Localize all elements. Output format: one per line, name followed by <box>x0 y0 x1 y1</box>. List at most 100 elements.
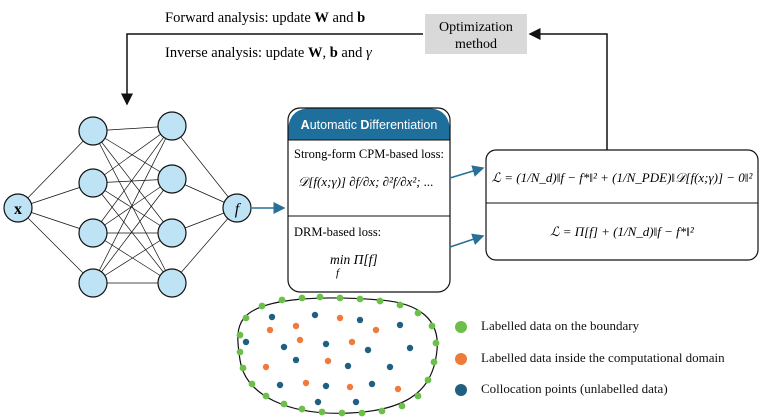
boundary-point <box>239 364 247 372</box>
legend-label: Collocation points (unlabelled data) <box>481 381 668 396</box>
ad-box: Automatic Differentiation Strong-form CP… <box>287 107 451 293</box>
feedback-arrow-up <box>528 28 608 150</box>
input-node <box>3 193 33 223</box>
boundary-point <box>278 296 286 304</box>
feedback-arrow-down <box>121 33 423 106</box>
network-edges <box>17 125 238 284</box>
boundary-point <box>258 302 266 310</box>
legend-label: Labelled data inside the computational d… <box>481 350 725 365</box>
hidden-node <box>157 218 187 248</box>
strong-form-label: Strong-form CPM-based loss: <box>294 147 444 161</box>
labelled-inside-point <box>296 336 304 344</box>
boundary-point <box>358 409 366 417</box>
labelled-inside-point <box>266 326 274 334</box>
labelled-inside-point <box>394 385 402 393</box>
hidden-node <box>157 268 187 298</box>
boundary-point <box>398 402 406 410</box>
hidden-node <box>78 168 108 198</box>
collocation-point <box>352 398 360 406</box>
output-node <box>222 193 252 223</box>
collocation-point <box>276 381 284 389</box>
boundary-point <box>424 376 432 384</box>
collocation-point <box>322 340 330 348</box>
inverse-analysis-label: Inverse analysis: update W, b and γ <box>165 45 373 61</box>
collocation-point <box>386 363 394 371</box>
boundary-point <box>280 400 288 408</box>
feedback-loop <box>121 28 608 150</box>
loss-equation-1: ℒ = (1/N_d)‖f − f*‖² + (1/N_PDE)‖𝒟[f(x;γ… <box>492 170 754 185</box>
collocation-point <box>356 316 364 324</box>
drm-subscript: f <box>336 267 341 279</box>
labelled-inside-point <box>372 326 380 334</box>
boundary-point <box>338 409 346 417</box>
collocation-point <box>280 343 288 351</box>
legend-marker <box>455 384 467 396</box>
loss-equation-2: ℒ = Π[f] + (1/N_d)‖f − f*‖² <box>550 224 695 239</box>
ad-title: Automatic Differentiation <box>301 118 438 132</box>
collocation-point <box>368 380 376 388</box>
legend-label: Labelled data on the boundary <box>481 318 640 333</box>
boundary-point <box>236 348 244 356</box>
drm-to-loss-arrow <box>449 233 485 248</box>
collocation-point <box>314 398 322 406</box>
domain-points <box>236 293 440 417</box>
computational-domain <box>236 293 440 417</box>
boundary-point <box>414 392 422 400</box>
boundary-point <box>428 322 436 330</box>
labelled-inside-point <box>262 363 270 371</box>
boundary-point <box>236 331 244 339</box>
boundary-point <box>262 392 270 400</box>
optimization-line2: method <box>455 37 497 52</box>
collocation-point <box>406 344 414 352</box>
labelled-inside-point <box>302 379 310 387</box>
labelled-inside-point <box>336 314 344 322</box>
boundary-point <box>316 293 324 301</box>
collocation-point <box>396 321 404 329</box>
strong-form-expression: 𝒟[f(x;γ)] ∂f/∂x; ∂²f/∂x²; ... <box>298 174 434 189</box>
labelled-inside-point <box>348 338 356 346</box>
boundary-point <box>414 309 422 317</box>
boundary-point <box>356 295 364 303</box>
labelled-inside-point <box>346 383 354 391</box>
boundary-point <box>298 294 306 302</box>
forward-analysis-label: Forward analysis: update W and b <box>165 10 365 26</box>
hidden-node <box>157 164 187 194</box>
optimization-box <box>425 14 527 54</box>
boundary-point <box>376 297 384 305</box>
legend-marker <box>455 353 467 365</box>
collocation-point <box>311 311 319 319</box>
hidden-node <box>78 218 108 248</box>
input-label: x <box>14 201 22 218</box>
legend-markers <box>455 321 467 396</box>
drm-expression: min Π[f] <box>330 252 378 267</box>
drm-label: DRM-based loss: <box>294 225 381 239</box>
labelled-inside-point <box>324 357 332 365</box>
output-label: f <box>235 201 242 218</box>
boundary-point <box>396 301 404 309</box>
labelled-inside-point <box>292 322 300 330</box>
collocation-point <box>322 382 330 390</box>
collocation-point <box>292 356 300 364</box>
boundary-point <box>248 380 256 388</box>
boundary-point <box>336 294 344 302</box>
collocation-point <box>268 313 276 321</box>
strong-to-loss-arrow <box>449 165 485 179</box>
ad-header <box>288 108 450 140</box>
boundary-point <box>318 408 326 416</box>
boundary-point <box>298 405 306 413</box>
hidden-nodes <box>78 111 187 298</box>
boundary-point <box>242 314 250 322</box>
boundary-point <box>378 407 386 415</box>
collocation-point <box>242 338 250 346</box>
loss-box: ℒ = (1/N_d)‖f − f*‖² + (1/N_PDE)‖𝒟[f(x;γ… <box>485 149 759 261</box>
legend-marker <box>455 321 467 333</box>
collocation-point <box>364 346 372 354</box>
boundary-point <box>430 358 438 366</box>
boundary-point <box>432 339 440 347</box>
collocation-point <box>344 362 352 370</box>
hidden-node <box>78 116 108 146</box>
optimization-line1: Optimization <box>439 20 513 35</box>
hidden-node <box>78 268 108 298</box>
hidden-node <box>157 111 187 141</box>
